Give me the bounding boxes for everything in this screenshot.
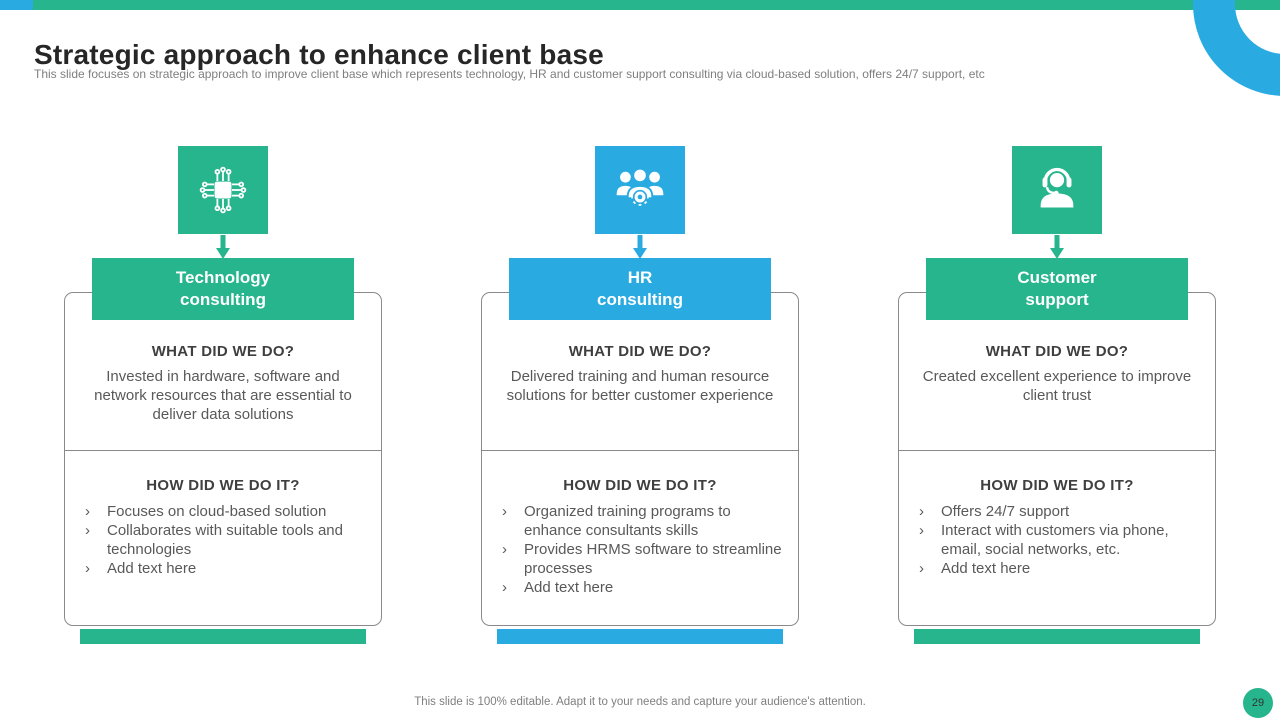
list-item: › Collaborates with suitable tools and te… [85,521,367,559]
list-item-text: Focuses on cloud-based solution [107,503,327,520]
page-subtitle: This slide focuses on strategic approach… [34,67,985,81]
what-heading: WHAT DID WE DO? [985,343,1129,360]
what-section: WHAT DID WE DO? Delivered training and h… [482,293,798,451]
list-item-text: Add text here [107,560,197,577]
list-item-text: Provides HRMS software to streamline pro… [524,541,782,577]
list-item-text: Add text here [941,560,1031,577]
what-text: Invested in hardware, software and netwo… [94,368,352,423]
content-card: WHAT DID WE DO? Delivered training and h… [481,292,799,626]
header-line1: Technology [175,268,271,287]
list-item: › Add text here [919,559,1201,578]
bullet-glyph: › [919,560,924,577]
content-card: WHAT DID WE DO? Invested in hardware, so… [64,292,382,626]
list-item: › Focuses on cloud-based solution [85,502,367,521]
list-item: › Interact with customers via phone, emai… [919,521,1201,559]
bullet-glyph: › [919,522,924,539]
how-heading: HOW DID WE DO IT? [980,477,1134,494]
top-accent-bar-green [33,0,1280,10]
how-section: HOW DID WE DO IT? › Organized training pr… [482,451,798,597]
team-gear-icon [595,146,685,234]
what-section: WHAT DID WE DO? Invested in hardware, so… [65,293,381,451]
list-item-text: Offers 24/7 support [941,503,1070,520]
bullet-glyph: › [85,522,90,539]
how-section: HOW DID WE DO IT? › Focuses on cloud-base… [65,451,381,578]
column-customer-support: Customer support WHAT DID WE DO? Created… [898,146,1216,646]
down-arrow-connector [1050,235,1064,259]
bullet-glyph: › [919,503,924,520]
top-accent-bar-blue [0,0,33,10]
header-line1: Customer [1017,268,1097,287]
how-heading: HOW DID WE DO IT? [563,477,717,494]
page-number-badge: 29 [1243,688,1273,718]
how-list: › Offers 24/7 support › Interact with cust… [919,502,1201,578]
how-section: HOW DID WE DO IT? › Offers 24/7 support ›… [899,451,1215,578]
headset-agent-icon [1012,146,1102,234]
bullet-glyph: › [85,560,90,577]
decorative-ring [1193,0,1280,96]
column-hr: HR consulting WHAT DID WE DO? Delivered … [481,146,799,646]
list-item-text: Collaborates with suitable tools and tec… [107,522,343,558]
bottom-accent-bar [80,629,366,644]
header-line2: consulting [597,290,683,309]
page-title: Strategic approach to enhance client bas… [34,38,604,70]
bullet-glyph: › [502,503,507,520]
what-heading: WHAT DID WE DO? [151,343,295,360]
content-card: WHAT DID WE DO? Created excellent experi… [898,292,1216,626]
how-heading: HOW DID WE DO IT? [146,477,300,494]
column-header-technology: Technology consulting [92,258,354,320]
list-item: › Offers 24/7 support [919,502,1201,521]
header-line1: HR [627,268,653,287]
header-line2: support [1025,290,1089,309]
bullet-glyph: › [502,541,507,558]
column-header-customer-support: Customer support [926,258,1188,320]
bottom-accent-bar [914,629,1200,644]
column-technology: Technology consulting WHAT DID WE DO? In… [64,146,382,646]
footer-note: This slide is 100% editable. Adapt it to… [414,696,866,708]
header-line2: consulting [180,290,266,309]
list-item-text: Add text here [524,579,614,596]
bullet-glyph: › [85,503,90,520]
list-item: › Organized training programs to enhance … [502,502,784,540]
column-header-hr: HR consulting [509,258,771,320]
what-text: Created excellent experience to improve … [922,368,1192,404]
list-item: › Add text here [502,578,784,597]
list-item: › Add text here [85,559,367,578]
chip-icon [178,146,268,234]
bullet-glyph: › [502,579,507,596]
what-section: WHAT DID WE DO? Created excellent experi… [899,293,1215,451]
what-text: Delivered training and human resource so… [506,368,774,404]
list-item-text: Interact with customers via phone, email… [941,522,1169,558]
bottom-accent-bar [497,629,783,644]
down-arrow-connector [633,235,647,259]
list-item-text: Organized training programs to enhance c… [524,503,731,539]
how-list: › Organized training programs to enhance … [502,502,784,597]
how-list: › Focuses on cloud-based solution › Collab… [85,502,367,578]
what-heading: WHAT DID WE DO? [568,343,712,360]
down-arrow-connector [216,235,230,259]
list-item: › Provides HRMS software to streamline pr… [502,540,784,578]
